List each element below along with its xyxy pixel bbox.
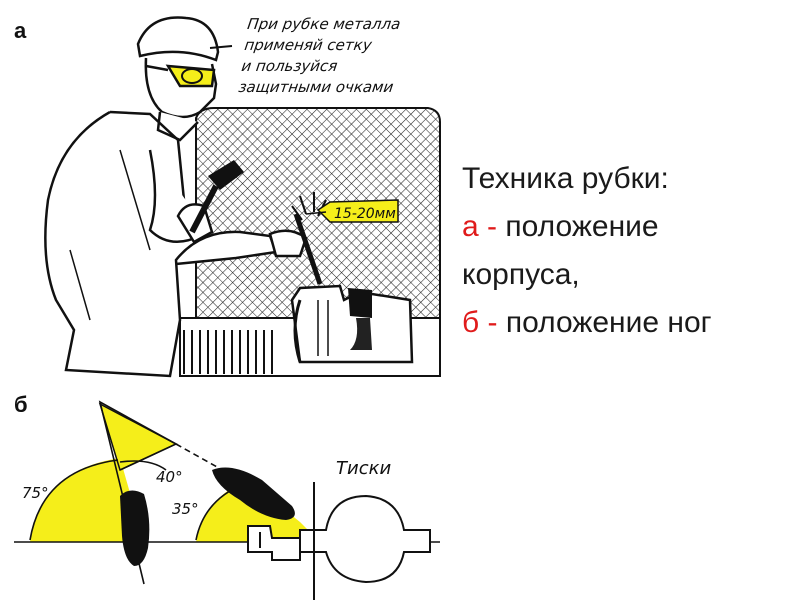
caption-a-continuation: корпуса,: [462, 258, 580, 291]
safety-note-line: и пользуйся: [240, 57, 339, 75]
vise-label: Тиски: [336, 458, 391, 479]
dimension-label: 15-20мм: [334, 206, 396, 222]
angle-40-label: 40°: [156, 468, 183, 486]
safety-note-line: При рубке металла: [246, 15, 402, 33]
safety-note-line: защитными очками: [237, 78, 395, 96]
right-foot: [212, 467, 295, 520]
caption-a-text: положение: [505, 210, 659, 243]
bench-vise: [290, 284, 414, 364]
caption-b-text: положение ног: [505, 306, 712, 339]
panel-a-label: а: [14, 18, 27, 43]
safety-note-line: применяй сетку: [243, 36, 373, 54]
caption-title: Техника рубки:: [462, 162, 669, 195]
left-foot: [120, 490, 150, 566]
safety-note: При рубке металла применяй сетку и польз…: [237, 14, 403, 98]
caption-b-prefix: б -: [462, 306, 506, 339]
dimension-marker: 15-20мм: [305, 199, 399, 223]
angle-sectors: [30, 402, 320, 542]
caption-item-b: б - положение ног: [462, 299, 797, 347]
worker-figure: [44, 16, 323, 378]
panel-b-label: б: [14, 392, 28, 417]
angle-35-label: 35°: [172, 500, 199, 518]
caption-a-prefix: а -: [462, 210, 506, 243]
caption-item-a: а - положение: [462, 203, 797, 251]
angle-75-label: 75°: [22, 484, 49, 502]
caption: Техника рубки: а - положение корпуса, б …: [462, 155, 797, 347]
vise-top-view: [247, 482, 431, 600]
